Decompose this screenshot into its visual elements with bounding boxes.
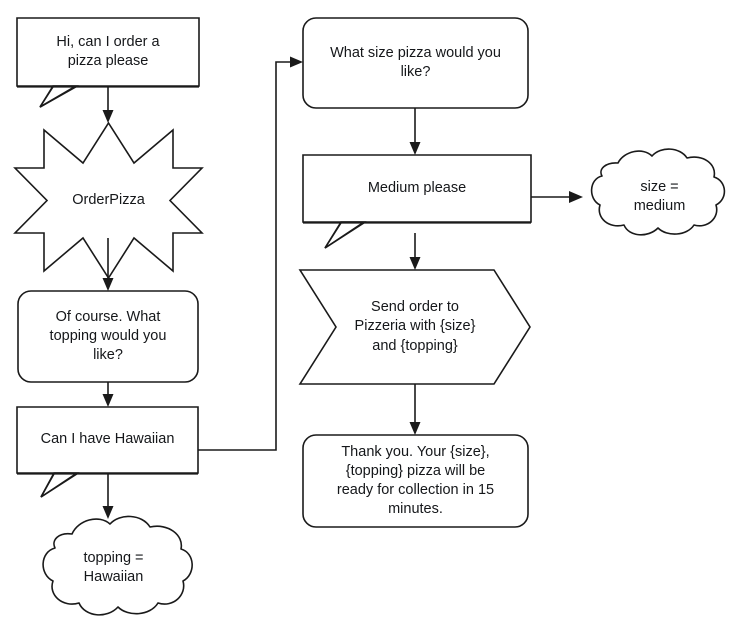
node-bot-ask-size[interactable] [302, 17, 529, 109]
node-entity-topping[interactable] [42, 515, 193, 616]
edge-send-order-to-confirmation [409, 384, 421, 435]
edge-ask-topping-to-user-topping [102, 382, 114, 407]
node-bot-ask-topping[interactable] [17, 290, 199, 383]
edge-user-size-to-send-order [409, 233, 421, 270]
node-bot-confirmation[interactable] [302, 434, 529, 528]
edge-intent-to-ask-topping [102, 238, 114, 291]
node-user-greeting[interactable] [16, 17, 200, 108]
edge-greeting-to-intent [102, 87, 114, 123]
edge-user-topping-to-entity [102, 474, 114, 519]
edge-user-size-to-entity-size [531, 191, 583, 203]
node-action-send-order[interactable] [298, 269, 531, 385]
edge-user-topping-to-ask-size [198, 56, 303, 451]
node-user-topping[interactable] [16, 406, 199, 498]
edge-ask-size-to-user-size [409, 108, 421, 155]
node-entity-size[interactable] [590, 148, 726, 236]
node-user-size[interactable] [302, 154, 532, 249]
